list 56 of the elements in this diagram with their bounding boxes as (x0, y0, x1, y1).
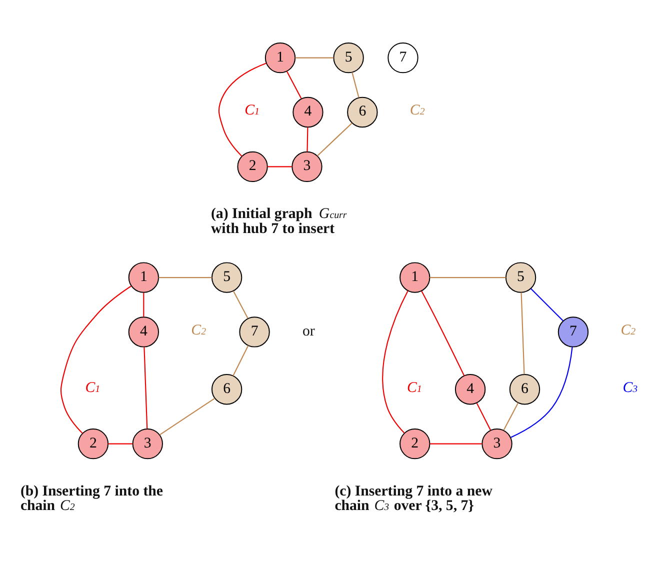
label: (b) Inserting 7 into the chain C2 (20, 483, 163, 514)
connector (267, 166, 292, 168)
connector (520, 292, 525, 374)
node-circle: 1 (128, 262, 160, 293)
node-circle: 6 (509, 374, 540, 405)
node-circle: 6 (211, 374, 242, 405)
label: C1 (406, 380, 422, 396)
label: C2 (191, 322, 206, 338)
label: or (302, 323, 315, 340)
connector (476, 402, 492, 430)
connector (430, 276, 506, 278)
connector (158, 276, 212, 278)
connector (430, 443, 482, 444)
label: C3 (622, 380, 638, 396)
node-circle: 3 (482, 428, 512, 460)
connector (159, 398, 216, 436)
connector (306, 127, 308, 152)
node-circle: 5 (505, 262, 536, 293)
label: C1 (244, 102, 260, 119)
node-circle: 2 (78, 428, 109, 460)
label: C1 (85, 380, 100, 396)
node-circle: 7 (558, 316, 589, 348)
connector (503, 402, 519, 430)
connector (530, 288, 564, 322)
node-circle: 1 (264, 42, 296, 74)
node-circle: 1 (400, 262, 430, 293)
connector (316, 122, 352, 156)
node-circle: 6 (347, 96, 378, 128)
node-circle: 4 (292, 96, 324, 128)
node-circle: 5 (211, 262, 242, 293)
connector (232, 290, 248, 319)
connector (286, 70, 302, 99)
label: (a) Initial graph Gcurr with hub 7 to insert (210, 206, 347, 237)
node-circle: 7 (239, 316, 270, 348)
connector (510, 346, 573, 438)
node-circle: 2 (400, 428, 430, 460)
label: (c) Inserting 7 into a new chain C3 over {3, 5, 7} (334, 483, 492, 514)
connector (143, 292, 144, 317)
node-circle: 5 (333, 42, 364, 74)
connector (232, 345, 249, 376)
node-circle: 2 (237, 151, 268, 182)
node-circle: 4 (128, 316, 160, 348)
label: C2 (620, 322, 636, 338)
node-circle: 3 (292, 151, 322, 182)
connector (218, 62, 266, 157)
connector (352, 72, 360, 98)
node-circle: 4 (454, 374, 486, 405)
connector (295, 57, 334, 58)
connector (60, 286, 132, 434)
connector (421, 290, 465, 376)
node-circle: 7 (388, 42, 418, 74)
node-circle: 3 (132, 428, 163, 460)
label: C2 (410, 102, 425, 119)
connector (108, 443, 132, 444)
connector (382, 290, 408, 434)
connector (144, 346, 148, 429)
